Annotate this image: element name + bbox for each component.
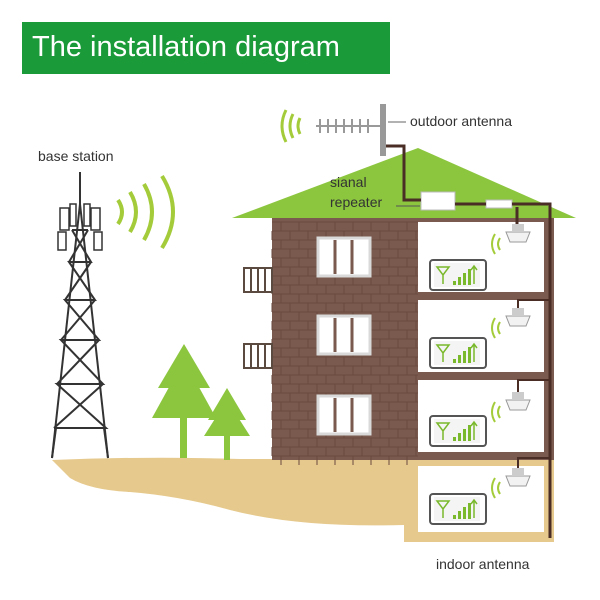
yagi-antenna-icon	[316, 119, 386, 133]
phone-signal-icon	[429, 415, 487, 447]
phone-signal-icon	[429, 493, 487, 525]
indoor-antenna-label: indoor antenna	[436, 556, 530, 572]
cable	[517, 299, 550, 470]
signal-wave-icon	[280, 109, 302, 143]
ceiling-antenna-icon	[505, 468, 531, 487]
window	[316, 394, 372, 436]
base-station-label: base station	[38, 148, 114, 164]
tower-antenna-panel	[57, 203, 103, 251]
tree-icon	[204, 388, 250, 460]
signal-repeater-label-line2: repeater	[330, 194, 383, 210]
ceiling-antenna-icon	[505, 392, 531, 411]
signal-repeater-label-line1: sianal	[330, 174, 367, 190]
cell-tower-icon	[51, 172, 109, 459]
outdoor-antenna-label: outdoor antenna	[410, 113, 512, 129]
cable	[386, 144, 552, 538]
signal-wave-icon	[116, 174, 175, 250]
title-banner: The installation diagram	[22, 22, 390, 74]
signal-wave-icon	[491, 233, 501, 499]
diagram-title: The installation diagram	[32, 31, 340, 63]
splitter-device	[485, 199, 513, 209]
balcony	[243, 267, 273, 293]
tree-icon	[152, 344, 216, 458]
balcony	[243, 343, 273, 369]
window	[316, 314, 372, 356]
ceiling-antenna-icon	[505, 224, 531, 243]
phone-signal-icon	[429, 337, 487, 369]
repeater-device	[420, 191, 456, 211]
window	[316, 236, 372, 278]
antenna-mast	[380, 104, 386, 156]
ground-hill	[52, 457, 404, 526]
phone-signal-icon	[429, 259, 487, 291]
ceiling-antenna-icon	[505, 308, 531, 327]
